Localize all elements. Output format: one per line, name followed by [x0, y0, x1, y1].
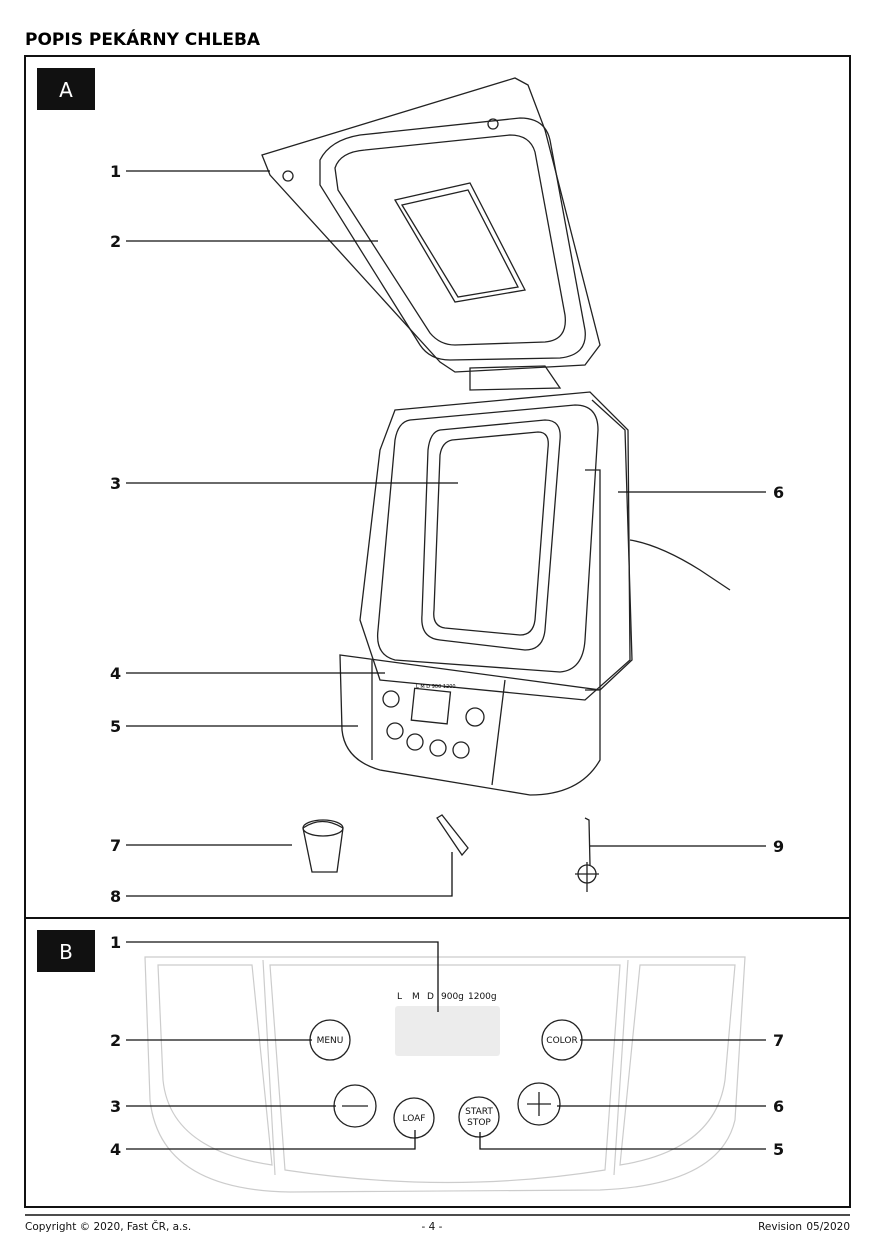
panel-a-label: A	[59, 78, 73, 102]
minus-button[interactable]	[333, 1084, 377, 1128]
callout-a-5: 5	[110, 717, 121, 736]
callout-b-5: 5	[773, 1140, 784, 1159]
callout-a-6: 6	[773, 483, 784, 502]
callout-a-3: 3	[110, 474, 121, 493]
color-button[interactable]: COLOR	[541, 1019, 583, 1061]
color-button-label: COLOR	[546, 1036, 577, 1046]
footer-revision-value: 05/2020	[806, 1221, 850, 1233]
callout-b-2: 2	[110, 1031, 121, 1050]
footer-page-number: - 4 -	[422, 1221, 443, 1233]
panel-b-frame	[24, 917, 851, 1208]
indicator-labels: L M D 900g 1200g	[397, 992, 497, 1002]
footer-copyright: Copyright © 2020, Fast ČR, a.s.	[25, 1220, 191, 1233]
menu-button[interactable]: MENU	[309, 1019, 351, 1061]
callout-a-7: 7	[110, 836, 121, 855]
callout-a-9: 9	[773, 837, 784, 856]
page-title: POPIS PEKÁRNY CHLEBA	[25, 28, 261, 50]
callouts-a: 1 2 3 4 5 6 7 8 9	[110, 162, 784, 906]
callouts-b: 1 2 7 3 6 4 5	[110, 933, 784, 1159]
callout-a-2: 2	[110, 232, 121, 251]
control-panel-illustration	[144, 956, 746, 1193]
callout-b-7: 7	[773, 1031, 784, 1050]
callout-b-1: 1	[110, 933, 121, 952]
callout-b-3: 3	[110, 1097, 121, 1116]
panel-a-badge	[37, 68, 95, 110]
callout-b-4: 4	[110, 1140, 121, 1159]
indicator-l: L	[397, 992, 402, 1002]
callout-b-6: 6	[773, 1097, 784, 1116]
indicator-900g: 900g	[441, 992, 464, 1002]
loaf-button-label: LOAF	[403, 1114, 426, 1124]
bread-maker-illustration: L M D 900 1200	[261, 77, 731, 892]
callout-a-8: 8	[110, 887, 121, 906]
panel-a-frame	[24, 55, 851, 919]
indicator-m: M	[412, 992, 420, 1002]
start-stop-button[interactable]: START STOP	[458, 1096, 500, 1138]
callout-a-1: 1	[110, 162, 121, 181]
svg-text:L M D 900 1200: L M D 900 1200	[416, 684, 456, 690]
start-label: START	[465, 1107, 493, 1117]
plus-icon	[527, 1092, 551, 1116]
panel-b-badge	[37, 930, 95, 972]
footer-revision-label: Revision	[758, 1221, 802, 1233]
indicator-1200g: 1200g	[468, 992, 497, 1002]
indicator-d: D	[427, 992, 434, 1002]
lcd-display	[395, 1006, 500, 1056]
menu-button-label: MENU	[317, 1036, 344, 1046]
loaf-button[interactable]: LOAF	[393, 1097, 435, 1139]
stop-label: STOP	[467, 1118, 491, 1128]
callout-a-4: 4	[110, 664, 121, 683]
plus-button[interactable]	[517, 1082, 561, 1126]
panel-b-label: B	[59, 940, 73, 964]
